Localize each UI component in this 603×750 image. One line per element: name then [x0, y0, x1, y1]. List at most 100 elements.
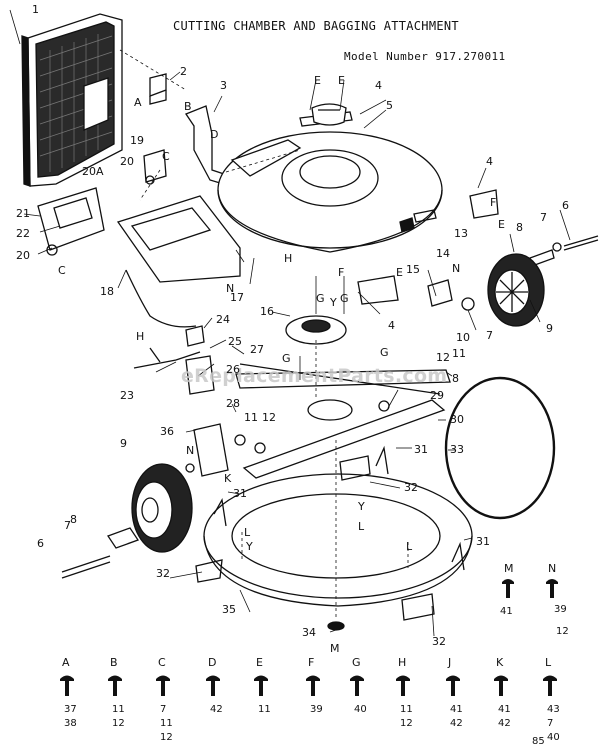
hardware-item: 11 [112, 704, 125, 715]
callout-32-left: 32 [156, 567, 170, 580]
hardware-letter: A [62, 656, 70, 669]
callout-25: 25 [228, 335, 242, 348]
clip-31-left [213, 498, 227, 527]
bracket-32-right [401, 593, 435, 621]
blade-30 [242, 399, 446, 479]
part-19 [143, 149, 167, 183]
hardware-item: 12 [112, 718, 125, 729]
washer-right [552, 242, 562, 252]
callout-23: 23 [120, 389, 134, 402]
hardware-item: 42 [450, 718, 463, 729]
callout-7-left: 7 [64, 519, 71, 532]
callout-11-right: 11 [452, 347, 466, 360]
ref-letter-G-4: G [380, 346, 389, 359]
callout-8-left: 8 [70, 513, 77, 526]
hardware-extra-label: 85 [532, 736, 545, 747]
watermark-text: eReplacementParts.com [181, 365, 448, 387]
hardware-letter: H [398, 656, 407, 669]
bolt-icon [502, 579, 514, 598]
leader-lines [9, 9, 571, 637]
wheel-left [131, 463, 193, 553]
blade-adapter [307, 399, 353, 421]
ref-letter-L-1: L [244, 526, 251, 539]
ref-letter-E-2: E [338, 74, 345, 87]
hardware-letter: C [158, 656, 166, 669]
hardware-item: 41 [450, 704, 463, 715]
washer-10 [461, 297, 475, 311]
callout-33: 33 [450, 443, 464, 456]
bracket-36 [193, 423, 229, 477]
ref-letter-H-2: H [136, 330, 145, 343]
callout-35: 35 [222, 603, 236, 616]
callout-8-center: 8 [452, 372, 459, 385]
bolt-icon [254, 675, 268, 696]
ref-letter-C-top: C [162, 150, 170, 163]
ref-letter-L-2: L [406, 540, 413, 553]
washer-7-left [185, 463, 195, 473]
callout-31-right: 31 [476, 535, 490, 548]
part-29 [378, 400, 390, 412]
ref-letter-N-2: N [226, 282, 235, 295]
hardware-letter: J [448, 656, 452, 669]
bolt-icon [494, 675, 508, 696]
ref-letter-A: A [134, 96, 142, 109]
callout-20-left: 20 [16, 249, 30, 262]
part-26 [185, 355, 215, 395]
bolt-icon [396, 675, 410, 696]
ref-letter-M: M [330, 642, 340, 655]
ref-letter-E-4: E [396, 266, 403, 279]
callout-30: 30 [450, 413, 464, 426]
callout-34: 34 [302, 626, 316, 639]
washer-12 [254, 442, 266, 454]
clip-31-right [451, 541, 465, 571]
bracket-32-center [339, 455, 371, 481]
hardware-item: 11 [160, 718, 173, 729]
hardware-item: 11 [400, 704, 413, 715]
diagram-title: CUTTING CHAMBER AND BAGGING ATTACHMENT [173, 19, 459, 33]
callout-4-top: 4 [375, 79, 382, 92]
bolt-icon [350, 675, 364, 696]
wheel-bracket-right [469, 189, 499, 219]
hardware-item: 39 [554, 604, 567, 615]
callout-26: 26 [226, 363, 240, 376]
callout-19: 19 [130, 134, 144, 147]
linkage-23 [133, 347, 201, 369]
ref-letter-G-3: G [282, 352, 291, 365]
hardware-item: 42 [498, 718, 511, 729]
ref-letter-N-1: N [452, 262, 461, 275]
hardware-item: 11 [258, 704, 271, 715]
hardware-item: 43 [547, 704, 560, 715]
callout-1: 1 [32, 3, 39, 16]
clip-31-center [375, 445, 389, 475]
bolt-icon [206, 675, 220, 696]
ref-letter-H-1: H [284, 252, 293, 265]
callout-22: 22 [16, 227, 30, 240]
callout-4-right: 4 [486, 155, 493, 168]
hinge-bracket [149, 73, 167, 105]
lower-deck [203, 473, 473, 607]
ref-letter-N-3: N [186, 444, 195, 457]
hardware-letter: K [496, 656, 504, 669]
callout-3: 3 [220, 79, 227, 92]
callout-14: 14 [436, 247, 450, 260]
callout-32-center: 32 [404, 481, 418, 494]
hardware-item: 37 [64, 704, 77, 715]
callout-9-left: 9 [120, 437, 127, 450]
pulley-plate [285, 315, 347, 345]
callout-20A: 20A [82, 165, 104, 178]
axle-bolt-left [61, 555, 111, 579]
callout-36: 36 [160, 425, 174, 438]
hardware-letter: M [504, 562, 514, 575]
callout-31-center: 31 [414, 443, 428, 456]
hardware-item: 7 [547, 718, 554, 729]
hardware-item: 41 [498, 704, 511, 715]
hardware-letter: E [256, 656, 263, 669]
handle-housing [37, 187, 241, 283]
ref-letter-E-3: E [498, 218, 505, 231]
callout-17: 17 [230, 291, 244, 304]
hardware-item: 7 [160, 704, 167, 715]
part-13 [413, 209, 437, 223]
callout-27: 27 [250, 343, 264, 356]
